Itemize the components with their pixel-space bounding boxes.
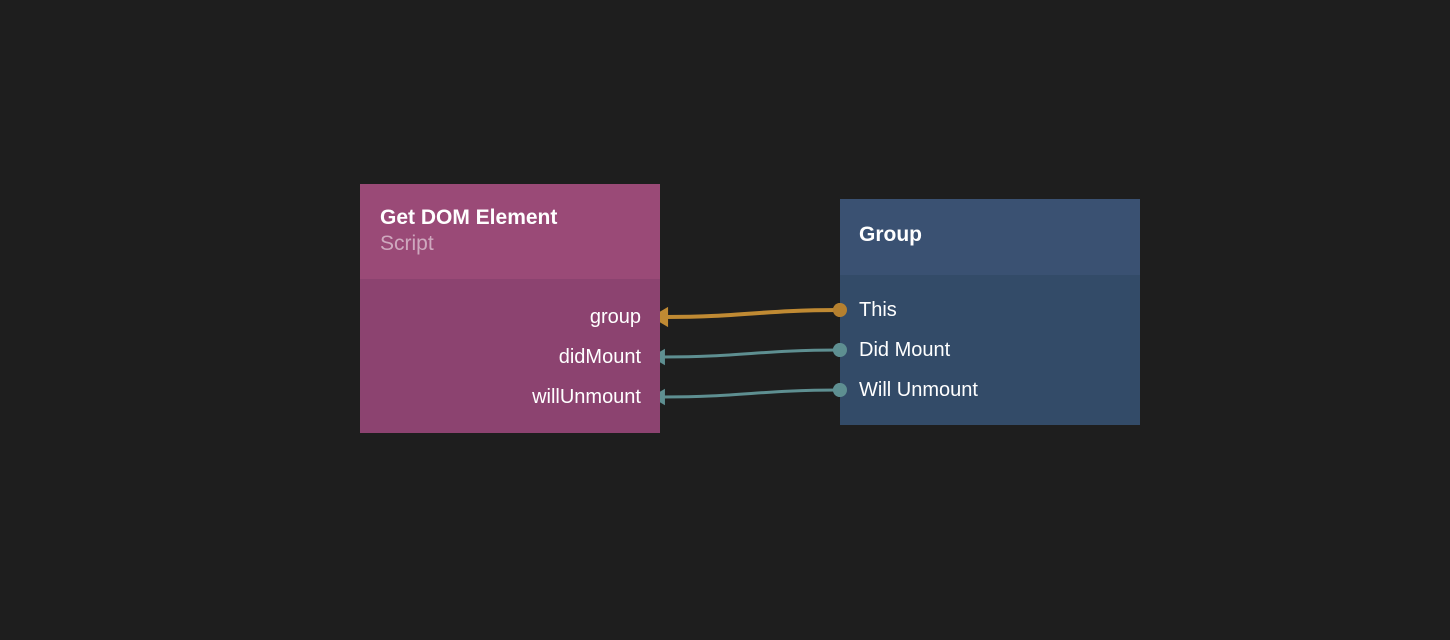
- connection-did-mount-to-didmount[interactable]: [651, 343, 847, 366]
- input-port-label: Did Mount: [859, 338, 951, 361]
- output-port-label: didMount: [558, 345, 641, 368]
- output-port-group[interactable]: group: [590, 306, 641, 328]
- node-title-get-dom-element: Get DOM Element: [380, 206, 558, 229]
- input-port-this[interactable]: This: [833, 298, 897, 321]
- output-port-didmount[interactable]: didMount: [559, 346, 641, 368]
- node-get-dom-element[interactable]: Get DOM Element Script group didMount will…: [360, 184, 660, 433]
- node-header-get-dom-element[interactable]: Get DOM Element Script: [360, 184, 660, 279]
- input-port-did-mount[interactable]: Did Mount: [833, 338, 951, 361]
- connection-line: [662, 388, 841, 399]
- input-port-will-unmount[interactable]: Will Unmount: [833, 378, 978, 401]
- connection-line: [664, 308, 841, 319]
- node-title-group: Group: [859, 223, 922, 246]
- connection-line: [662, 348, 841, 359]
- node-subtitle-get-dom-element: Script: [380, 232, 434, 256]
- port-dot-icon[interactable]: [833, 343, 847, 357]
- port-dot-icon[interactable]: [833, 383, 847, 397]
- output-port-willunmount[interactable]: willUnmount: [532, 386, 641, 408]
- connection-this-to-group[interactable]: [651, 303, 847, 328]
- input-port-label: This: [859, 298, 897, 321]
- input-port-label: Will Unmount: [859, 378, 978, 401]
- output-port-label: willUnmount: [532, 385, 641, 408]
- output-port-label: group: [589, 305, 641, 328]
- port-dot-icon[interactable]: [833, 303, 847, 317]
- node-body-get-dom-element: group didMount willUnmount: [360, 279, 660, 433]
- node-header-group[interactable]: Group: [840, 199, 1140, 275]
- connection-will-unmount-to-willunmount[interactable]: [651, 383, 847, 406]
